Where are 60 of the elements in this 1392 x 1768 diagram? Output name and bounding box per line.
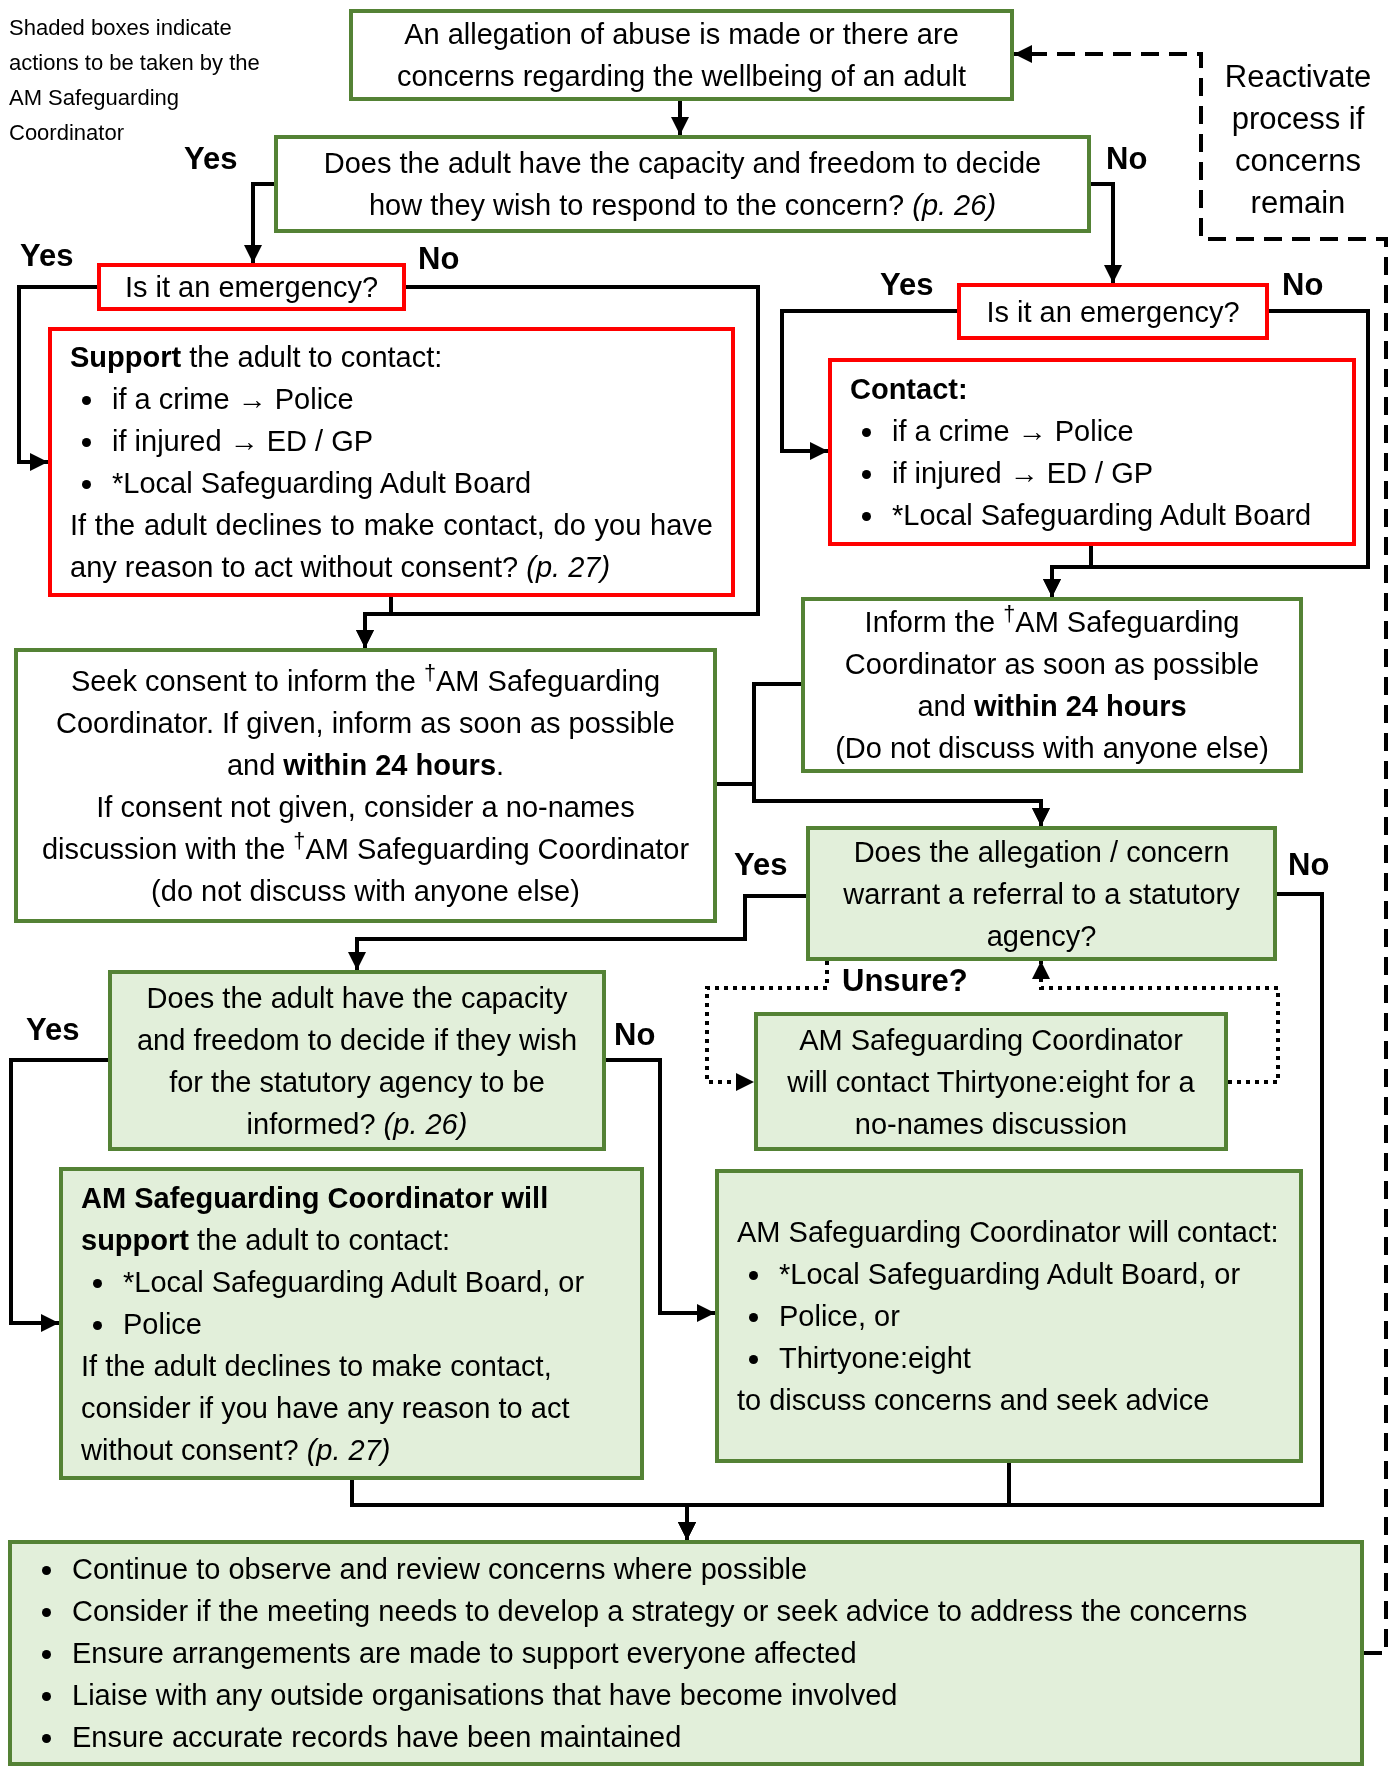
box-text: Seek consent to inform the $^{†}$AM Safeguarding Coordinator. If given, inform as soon as possible and within 24 hours. [55, 659, 676, 783]
box-text: Inform the $^{†}$AM Safeguarding Coordinator as soon as possible and within 24 hours [843, 601, 1261, 724]
bullet-item: Police [123, 1307, 202, 1340]
bullet-item: *Local Safeguarding Adult Board [112, 467, 532, 499]
box-text: AM Safeguarding Coordinator will contact: [737, 1215, 1279, 1250]
arrow [1091, 182, 1122, 283]
action-box [828, 358, 1356, 546]
box-text: Does the allegation / concern warrant a referral to a statutory agency? [842, 834, 1241, 954]
box-text: AM Safeguarding Coordinator will support the adult to contact: [81, 1180, 550, 1258]
arrow [356, 597, 393, 648]
box-text: Does the adult have the capacity and freedom to decide how they wish to respond to the concern? (p. 26) [322, 146, 1043, 223]
bullet-item: Consider if the meeting needs to develop a strategy or seek advice to address the concerns [72, 1595, 1248, 1627]
box-text: Is it an emergency? [986, 294, 1240, 330]
bullet-item: Police, or [779, 1300, 900, 1332]
action-box [8, 1540, 1364, 1766]
bullet-item: Ensure arrangements are made to support everyone affected [72, 1637, 857, 1669]
box-text: Is it an emergency? [124, 270, 379, 305]
bullet-item: Continue to observe and review concerns where possible [72, 1553, 808, 1585]
bullet-item: *Local Safeguarding Adult Board, or [123, 1265, 585, 1298]
process-box [14, 648, 717, 923]
action-box [715, 1169, 1303, 1463]
dashed-arrow [1014, 45, 1388, 1655]
bullet-item: Ensure accurate records have been maintained [72, 1721, 682, 1753]
box-text: Support the adult to contact: [70, 340, 443, 375]
box-text: AM Safeguarding Coordinator will contact Thirtyone:eight for a no-names discussion [786, 1022, 1196, 1142]
bullet-item: *Local Safeguarding Adult Board [892, 499, 1312, 531]
process-box [349, 9, 1014, 101]
arrow [9, 1058, 108, 1332]
box-text: to discuss concerns and seek advice [737, 1383, 1210, 1418]
arrow [671, 101, 689, 135]
dotted-arrow [705, 961, 829, 1091]
action-box [59, 1167, 644, 1480]
bullet-item: Thirtyone:eight [779, 1342, 971, 1374]
decision-box [108, 970, 606, 1151]
box-text: Does the adult have the capacity and freedom to decide if they wish for the statutory agency to be informed? (p. 26) [135, 980, 579, 1142]
bullet-item: if a crime → Police [112, 383, 354, 415]
bullet-item: *Local Safeguarding Adult Board, or [779, 1258, 1241, 1290]
decision-box [97, 263, 406, 311]
decision-box [806, 826, 1277, 961]
process-box [801, 597, 1303, 773]
arrow [780, 309, 957, 460]
process-box [754, 1012, 1228, 1151]
bullet-item: if a crime → Police [892, 415, 1134, 447]
box-text: If the adult declines to make contact, do you have any reason to act without consent? (p. 27) [70, 508, 713, 585]
box-text: If consent not given, consider a no-names discussion with the $^{†}$AM Safeguarding Coordinator (do not discuss with anyone else) [40, 789, 691, 909]
arrow [17, 285, 97, 471]
bullet-item: if injured → ED / GP [892, 457, 1154, 489]
box-text: If the adult declines to make contact, consider if you have any reason to act without consent? (p. 27) [81, 1348, 571, 1468]
decision-box [957, 283, 1269, 340]
box-text: Contact: [850, 372, 968, 407]
arrow [244, 182, 274, 263]
action-box [48, 327, 735, 597]
box-text: An allegation of abuse is made or there are concerns regarding the wellbeing of an adult [395, 17, 968, 94]
box-text: (Do not discuss with anyone else) [835, 731, 1269, 766]
arrow [348, 894, 806, 970]
bullet-item: Liaise with any outside organisations that have become involved [72, 1679, 898, 1711]
dotted-arrow [1032, 961, 1280, 1084]
bullet-item: if injured → ED / GP [112, 425, 374, 457]
decision-box [274, 135, 1091, 233]
arrow [606, 1058, 715, 1322]
